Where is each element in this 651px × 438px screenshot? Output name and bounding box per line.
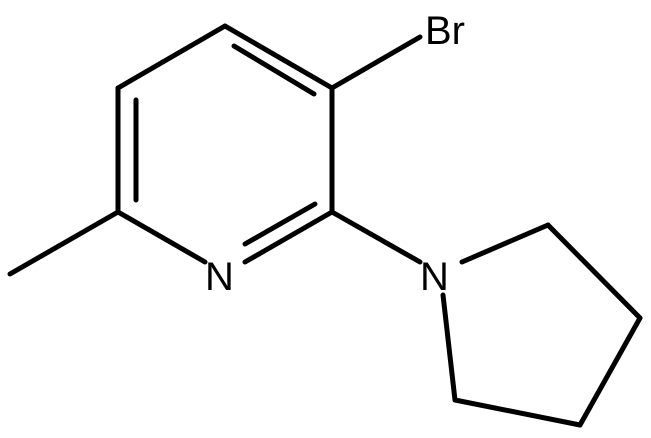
bond-c2-n1 <box>242 209 335 265</box>
atom-label-pyridine-nitrogen: N <box>205 255 234 299</box>
bond-c4-c3 <box>222 23 335 91</box>
atom-label-bromine: Br <box>425 9 465 53</box>
bond-methyl <box>7 209 121 277</box>
bond-cc-cd <box>452 397 583 428</box>
bond-npyr-ca <box>459 222 551 265</box>
atom-label-pyrrolidine-nitrogen: N <box>420 255 449 299</box>
bonds <box>7 23 643 428</box>
bond-cd-npyr <box>440 292 458 403</box>
bond-ca-cb <box>545 222 643 321</box>
bond-cb-cc <box>577 315 643 428</box>
bond-n1-c6 <box>115 209 208 265</box>
bond-c4-c5 <box>115 23 228 91</box>
bond-c2-npyr <box>329 209 423 265</box>
bond-c4-c5-inner <box>231 43 317 97</box>
bond-c2-n1-inner <box>242 201 318 247</box>
atom-labels: Br N N <box>205 9 465 299</box>
bond-c3-br <box>329 34 423 91</box>
